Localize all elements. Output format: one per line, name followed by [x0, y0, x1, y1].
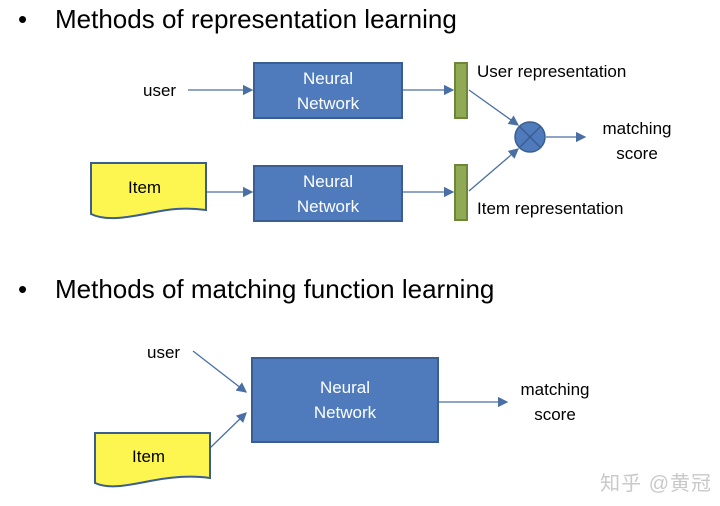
bullet: •	[18, 4, 28, 34]
user-representation-label: User representation	[477, 62, 627, 81]
heading-text: Methods of matching function learning	[55, 274, 495, 304]
item-representation-vector	[454, 164, 468, 221]
item-document-shape	[94, 432, 211, 488]
arrow-item-rep-to-product	[468, 148, 519, 192]
user-label: user	[147, 343, 181, 362]
nn-line2: Network	[296, 93, 360, 113]
watermark: 知乎 @黄冠	[600, 473, 712, 495]
arrow-item-to-nn	[209, 412, 247, 449]
user-representation-vector	[454, 62, 468, 119]
arrow-user-to-nn	[192, 350, 248, 393]
item-label: Item	[128, 178, 162, 197]
nn-line1: Neural	[319, 378, 371, 397]
nn-line1: Neural	[302, 171, 354, 191]
item-document-shape	[90, 162, 207, 220]
item-label: Item	[132, 447, 166, 466]
output-line1: matching	[520, 380, 590, 399]
matching-score-label: matching score	[592, 116, 682, 166]
cross-product-icon	[514, 121, 546, 153]
section-heading-matching-function: • Methods of matching function learning	[18, 274, 494, 305]
output-line2: score	[534, 405, 576, 424]
item-representation-label: Item representation	[477, 199, 624, 218]
bullet: •	[18, 274, 28, 304]
arrow-user-rep-to-product	[468, 89, 520, 126]
output-line2: score	[616, 144, 658, 163]
matching-score-label: matching score	[510, 377, 600, 427]
section-heading-representation: • Methods of representation learning	[18, 4, 457, 35]
user-label: user	[143, 81, 177, 100]
nn-line2: Network	[313, 403, 377, 422]
output-line1: matching	[602, 119, 672, 138]
nn-line2: Network	[296, 196, 360, 216]
nn-line1: Neural	[302, 68, 354, 88]
heading-text: Methods of representation learning	[55, 4, 457, 34]
